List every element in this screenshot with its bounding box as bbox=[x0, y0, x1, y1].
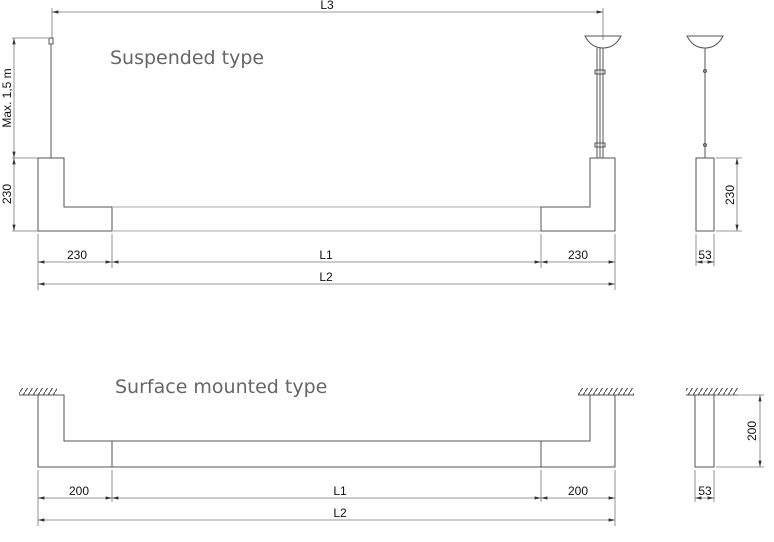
dim-max-label: Max. 1,5 m bbox=[0, 68, 14, 127]
surface-left-elbow bbox=[37, 394, 113, 468]
surface-right-elbow bbox=[540, 394, 616, 468]
suspended-title: Suspended type bbox=[110, 47, 264, 69]
side-width-label: 53 bbox=[698, 248, 712, 262]
ceiling-canopy-right bbox=[584, 35, 622, 158]
dim-l2-label: L2 bbox=[319, 270, 333, 284]
dim-l3-label: L3 bbox=[320, 0, 334, 12]
surface-dim-right-label: 200 bbox=[568, 484, 588, 498]
dimension-widths: 230 L1 230 L2 bbox=[37, 234, 616, 290]
suspension-wire-left bbox=[48, 37, 54, 158]
luminaire-left-elbow bbox=[37, 157, 113, 232]
side-height-label: 230 bbox=[723, 185, 737, 205]
dim-left-label: 230 bbox=[67, 248, 87, 262]
suspended-view: Suspended type L3 bbox=[0, 0, 742, 290]
surface-side-height-label: 200 bbox=[745, 421, 759, 441]
dimension-height: Max. 1,5 m 230 bbox=[0, 37, 48, 232]
dim-right-label: 230 bbox=[568, 248, 588, 262]
surface-dim-left-label: 200 bbox=[69, 484, 89, 498]
dim-l1-label: L1 bbox=[319, 248, 333, 262]
surface-side-width-label: 53 bbox=[698, 484, 712, 498]
dimension-l3: L3 bbox=[51, 0, 604, 40]
surface-dimension-widths: 200 L1 200 L2 bbox=[37, 470, 616, 526]
dim-height-label: 230 bbox=[0, 184, 14, 204]
suspended-side-view: 230 53 bbox=[686, 35, 742, 266]
surface-dim-l2-label: L2 bbox=[333, 506, 347, 520]
surface-title: Surface mounted type bbox=[115, 376, 327, 398]
surface-bar bbox=[111, 440, 542, 468]
luminaire-bar bbox=[112, 206, 541, 232]
surface-dim-l1-label: L1 bbox=[333, 484, 347, 498]
luminaire-right-elbow bbox=[540, 157, 616, 232]
surface-side-view: 200 53 bbox=[694, 394, 764, 502]
surface-view: Surface mounted type 200 L1 200 L2 bbox=[19, 376, 764, 526]
